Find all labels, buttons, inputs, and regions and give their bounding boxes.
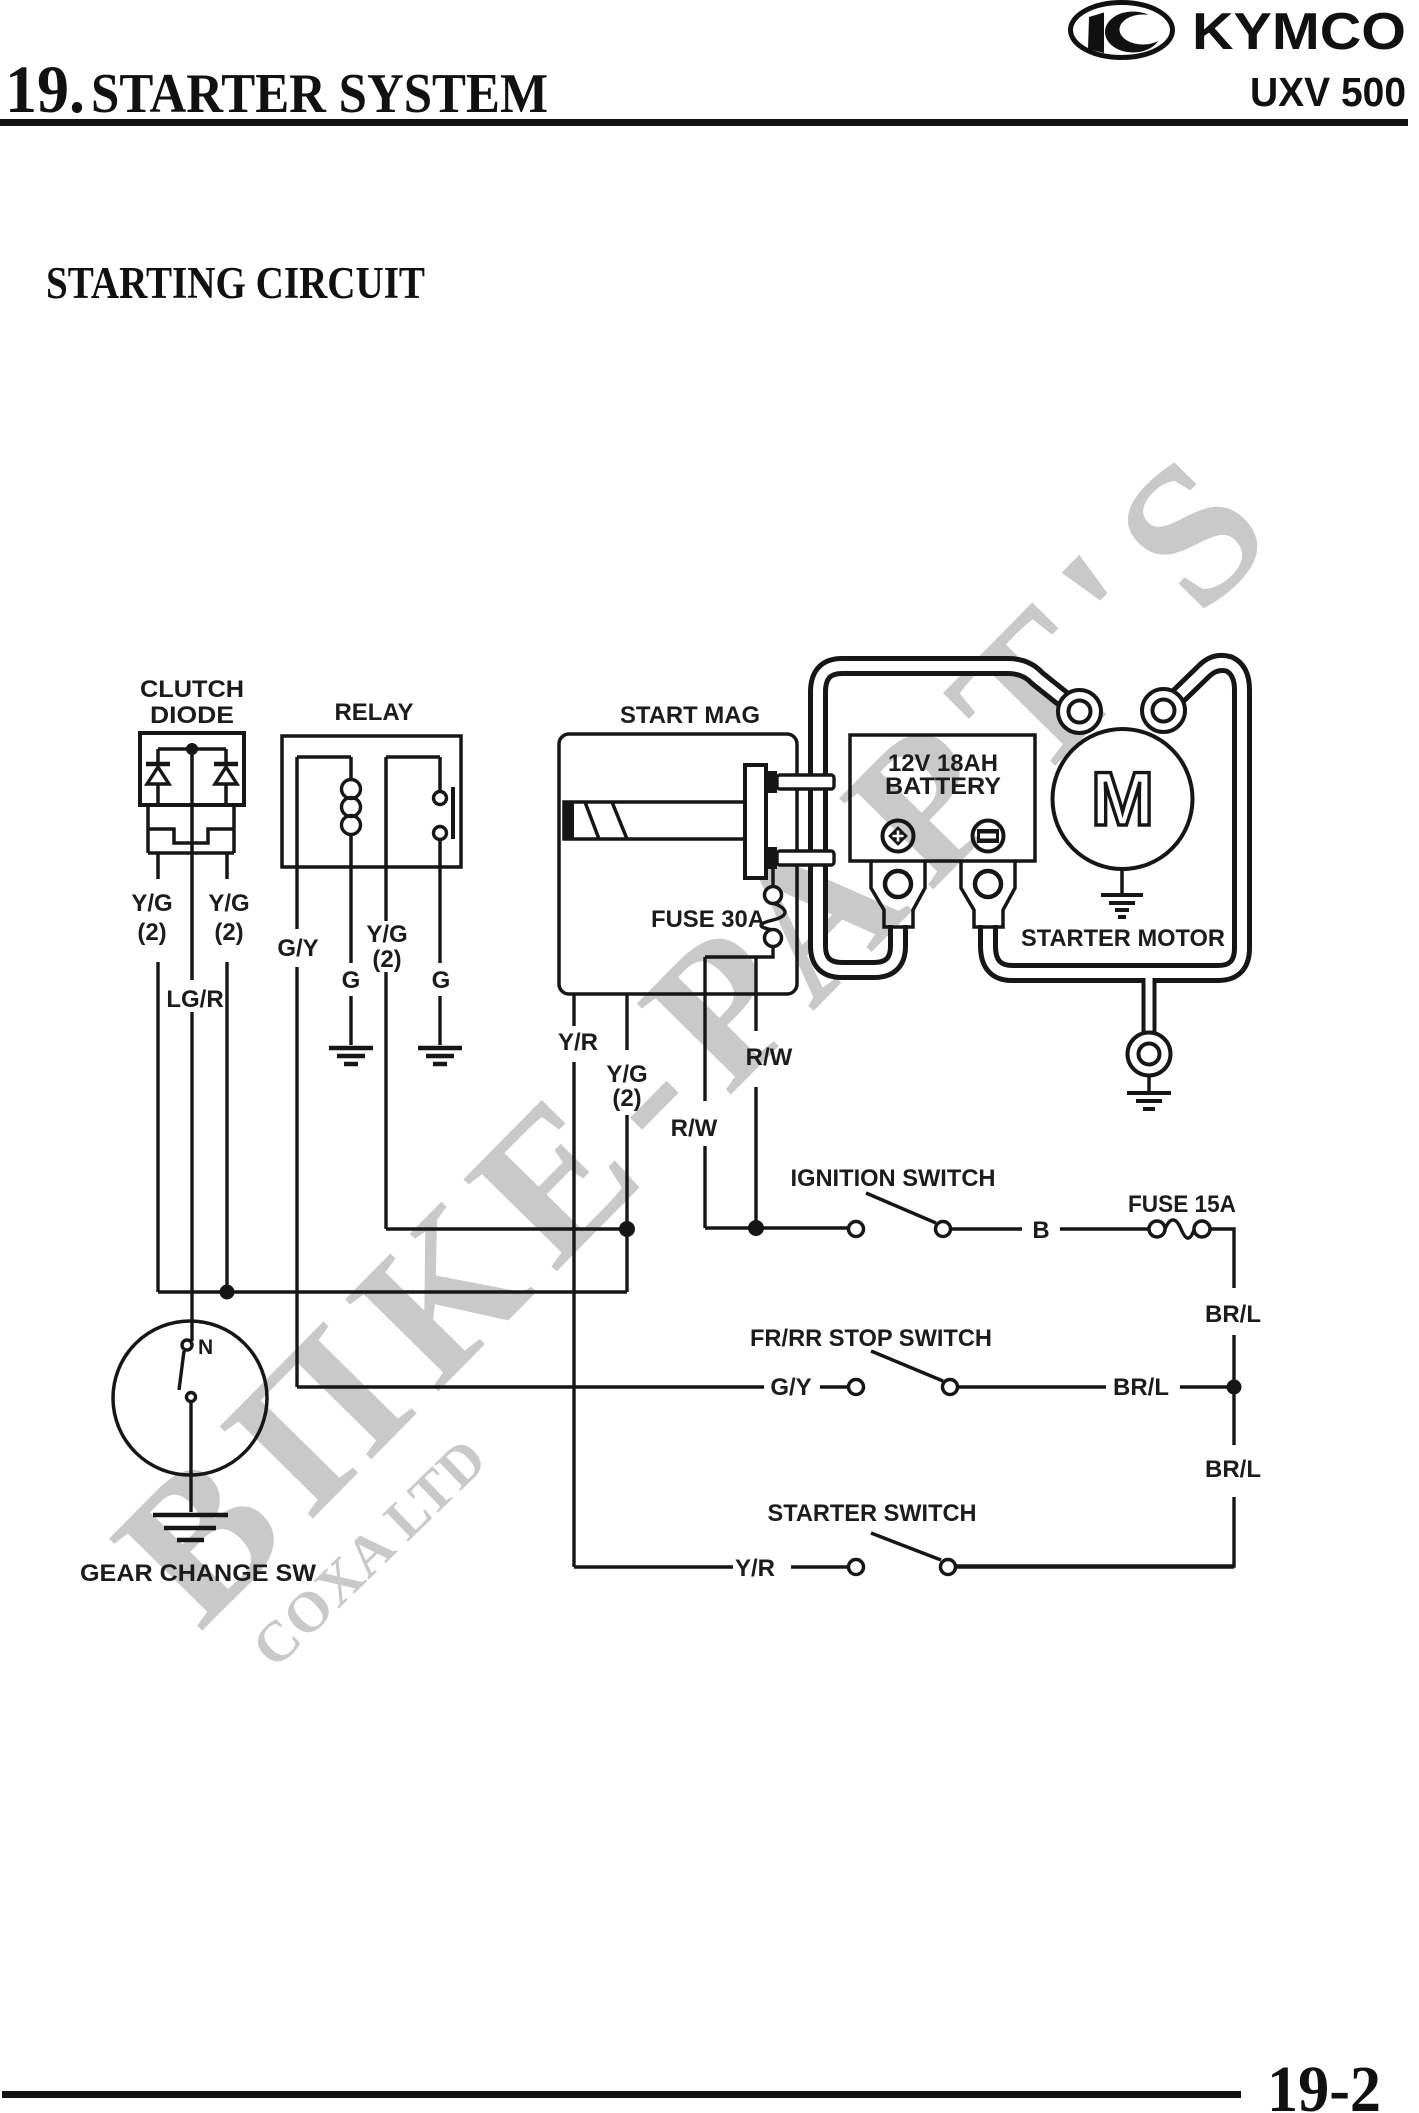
svg-text:N: N [198, 1336, 213, 1359]
svg-text:(2): (2) [372, 946, 401, 973]
svg-text:Y/G: Y/G [131, 890, 172, 917]
svg-text:G: G [432, 967, 451, 994]
svg-text:G/Y: G/Y [277, 935, 318, 962]
svg-text:STARTER MOTOR: STARTER MOTOR [1021, 925, 1225, 952]
svg-text:ВПКЕ-РАРТ'S: ВПКЕ-РАРТ'S [74, 416, 1309, 1664]
svg-text:G: G [342, 967, 361, 994]
svg-text:BATTERY: BATTERY [885, 773, 1001, 800]
svg-text:Y/R: Y/R [558, 1029, 598, 1056]
svg-text:CLUTCH: CLUTCH [140, 676, 244, 703]
svg-text:FUSE 15A: FUSE 15A [1128, 1191, 1236, 1218]
svg-text:Y/G: Y/G [208, 890, 249, 917]
svg-text:B: B [1032, 1217, 1049, 1244]
svg-text:BR/L: BR/L [1205, 1301, 1261, 1328]
svg-text:19.: 19. [5, 51, 85, 127]
svg-text:LG/R: LG/R [166, 986, 223, 1013]
svg-text:M: M [1091, 757, 1154, 842]
svg-text:19-2: 19-2 [1267, 2053, 1381, 2113]
svg-text:START MAG: START MAG [620, 702, 760, 729]
svg-text:UXV 500: UXV 500 [1250, 69, 1406, 115]
svg-text:DIODE: DIODE [150, 702, 234, 729]
svg-text:R/W: R/W [671, 1115, 718, 1142]
svg-text:BR/L: BR/L [1113, 1374, 1169, 1401]
svg-text:(2): (2) [612, 1085, 641, 1112]
svg-text:FUSE 30A: FUSE 30A [651, 906, 765, 933]
svg-text:STARTER SWITCH: STARTER SWITCH [768, 1500, 977, 1527]
svg-text:RELAY: RELAY [335, 699, 414, 726]
svg-text:Y/G: Y/G [366, 921, 407, 948]
svg-text:Y/R: Y/R [735, 1555, 775, 1582]
svg-text:STARTER SYSTEM: STARTER SYSTEM [91, 63, 548, 125]
svg-text:R/W: R/W [746, 1044, 793, 1071]
svg-text:Y/G: Y/G [606, 1061, 647, 1088]
svg-text:FR/RR STOP SWITCH: FR/RR STOP SWITCH [750, 1325, 992, 1352]
svg-text:12V 18AH: 12V 18AH [888, 750, 998, 777]
svg-text:(2): (2) [137, 919, 166, 946]
svg-text:IGNITION SWITCH: IGNITION SWITCH [791, 1165, 996, 1192]
svg-text:(2): (2) [214, 919, 243, 946]
svg-text:KYMCO: KYMCO [1192, 3, 1406, 61]
svg-text:BR/L: BR/L [1205, 1456, 1261, 1483]
svg-text:STARTING CIRCUIT: STARTING CIRCUIT [46, 258, 425, 308]
svg-text:G/Y: G/Y [770, 1374, 811, 1401]
svg-text:GEAR CHANGE SW: GEAR CHANGE SW [80, 1560, 316, 1587]
